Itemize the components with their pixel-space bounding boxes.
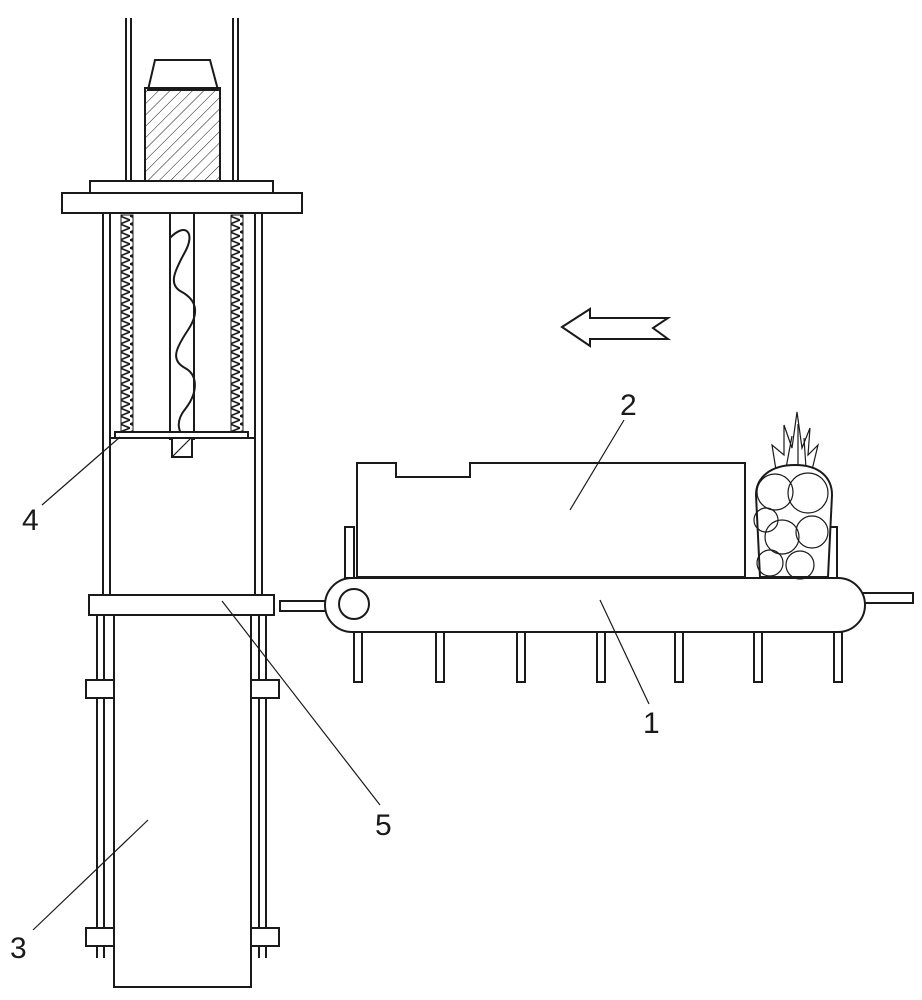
- clamp-upper-right: [250, 679, 280, 699]
- vertical-press-assembly: [61, 18, 303, 988]
- drive-shaft-right: [857, 592, 914, 604]
- conveyor-leg: [833, 631, 843, 683]
- leader-line-3: [32, 819, 149, 931]
- drive-shaft-left: [279, 600, 331, 612]
- serrated-rack-right: [230, 214, 244, 438]
- pineapple-eye: [756, 473, 794, 511]
- pusher-block: [356, 462, 746, 578]
- motor-body: [144, 87, 221, 184]
- leader-line-2: [569, 419, 625, 511]
- screw-tip-mark: [171, 436, 193, 458]
- label-4: 4: [22, 504, 39, 537]
- serrated-rack-left: [120, 214, 134, 438]
- leader-line-1: [599, 599, 650, 705]
- conveyor-belt: [324, 577, 866, 633]
- label-5: 5: [375, 809, 392, 842]
- pineapple-eye: [764, 519, 800, 555]
- pineapple-leaf-lines: [785, 424, 807, 469]
- drive-roller: [338, 588, 370, 620]
- pineapple-eye: [795, 515, 829, 549]
- conveyor-leg: [353, 631, 363, 683]
- pineapple-crown: [771, 411, 820, 471]
- callouts: 2 1 4 5 3: [10, 389, 660, 965]
- clamp-lower-right: [250, 927, 280, 947]
- press-chamber: [109, 437, 256, 596]
- pineapple-eye: [756, 549, 784, 577]
- conveyor-leg: [516, 631, 526, 683]
- leader-line-5: [221, 600, 381, 806]
- support-plate: [88, 594, 275, 616]
- pineapple: [753, 411, 834, 580]
- label-2: 2: [620, 389, 637, 422]
- conveyor-assembly: [279, 411, 914, 683]
- pineapple-eye: [785, 550, 815, 580]
- pineapple-body: [754, 463, 834, 578]
- conveyor-leg: [596, 631, 606, 683]
- clamp-lower-left: [85, 927, 115, 947]
- conveyor-leg: [674, 631, 684, 683]
- label-1: 1: [643, 707, 660, 740]
- label-3: 3: [10, 932, 27, 965]
- pineapple-eye: [787, 472, 829, 514]
- direction-arrow-icon: [560, 307, 672, 348]
- conveyor-leg: [753, 631, 763, 683]
- side-guide-left: [344, 526, 355, 579]
- top-plate: [61, 192, 303, 214]
- screw-flight: [169, 229, 197, 441]
- collection-column: [113, 614, 252, 988]
- leader-line-4: [41, 436, 121, 506]
- conveyor-leg: [435, 631, 445, 683]
- clamp-upper-left: [85, 679, 115, 699]
- conveyor-legs: [353, 631, 843, 683]
- motor-cap: [146, 59, 220, 91]
